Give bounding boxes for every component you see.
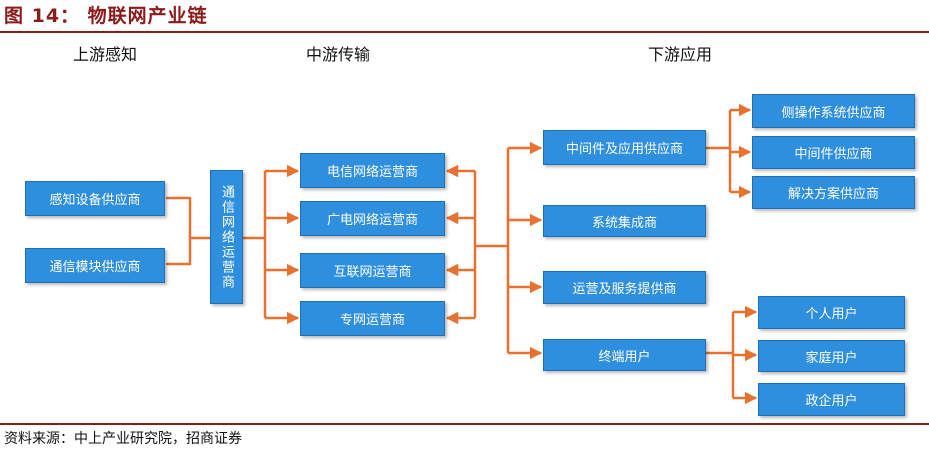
node-middleware-supplier: 中间件供应商 — [752, 136, 915, 169]
column-heading-upstream: 上游感知 — [72, 45, 137, 64]
source-divider — [0, 423, 929, 425]
node-os-supplier: 侧操作系统供应商 — [752, 94, 915, 128]
source-note: 资料来源：中上产业研究院，招商证券 — [4, 431, 242, 447]
column-heading-downstream: 下游应用 — [647, 45, 712, 64]
node-private-network-operator: 专网运营商 — [300, 301, 445, 336]
column-heading-midstream: 中游传输 — [305, 45, 370, 64]
title-divider — [0, 31, 929, 33]
node-enterprise-user: 政企用户 — [758, 383, 905, 416]
node-operation-service-provider: 运营及服务提供商 — [543, 271, 706, 304]
node-home-user: 家庭用户 — [758, 340, 905, 372]
node-system-integrator: 系统集成商 — [543, 205, 706, 237]
figure-title: 图 14： 物联网产业链 — [4, 5, 208, 27]
upstream-bracket-line — [166, 196, 192, 266]
node-terminal-user: 终端用户 — [543, 339, 706, 371]
node-comm-module-supplier: 通信模块供应商 — [25, 248, 165, 283]
node-network-operator-hub: 通信网络运营商 — [210, 170, 243, 304]
node-broadcast-operator: 广电网络运营商 — [300, 201, 445, 236]
node-solution-supplier: 解决方案供应商 — [752, 176, 915, 209]
node-sensing-device-supplier: 感知设备供应商 — [25, 181, 165, 216]
node-telecom-operator: 电信网络运营商 — [300, 153, 445, 188]
node-internet-operator: 互联网运营商 — [300, 253, 445, 288]
node-middleware-app-supplier: 中间件及应用供应商 — [543, 130, 706, 165]
node-personal-user: 个人用户 — [758, 296, 905, 329]
